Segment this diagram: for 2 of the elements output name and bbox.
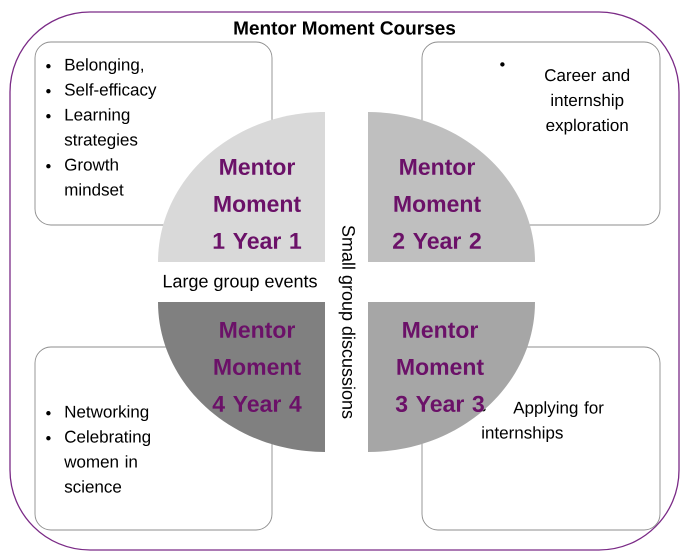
- axis-label: Small group discussions: [338, 226, 356, 418]
- axis-label: Large group events: [164, 274, 317, 292]
